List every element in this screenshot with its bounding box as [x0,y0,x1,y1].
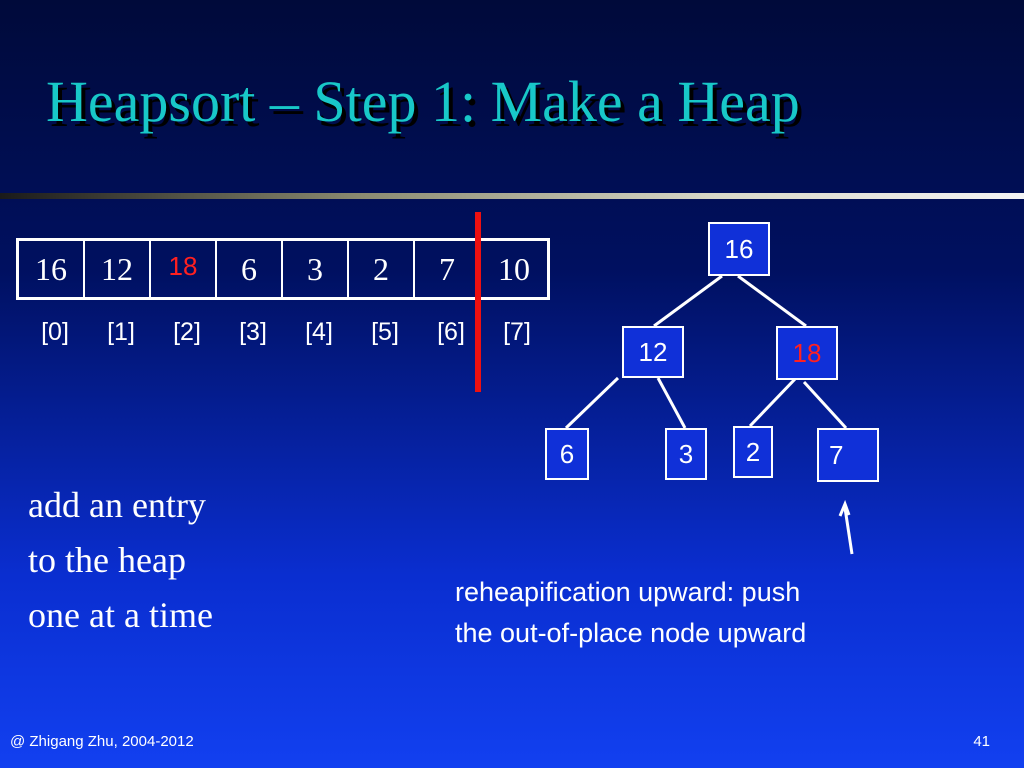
array-index-2: [2] [173,318,201,346]
reheapification-note: reheapification upward: push the out-of-… [455,572,806,654]
description-line-3: one at a time [28,595,213,635]
array-indices: [0] [1] [2] [3] [4] [5] [6] [7] [22,318,550,347]
reheap-arrow-line [843,507,854,555]
title-divider-line [0,193,1024,199]
array-cell-7: 10 [498,250,530,287]
array-index-7: [7] [503,318,531,346]
slide-title: Heapsort – Step 1: Make a Heap [46,69,800,134]
description-line-2: to the heap [28,540,186,580]
tree-node-16: 16 [708,222,770,276]
array-cell-1: 12 [85,241,151,297]
tree-edge-12-6 [564,376,620,430]
array-cell-4: 3 [283,241,349,297]
note-line-1: reheapification upward: push [455,577,801,607]
tree-edge-16-12 [653,274,723,328]
array-index-5: [5] [371,318,399,346]
array-index-3: [3] [239,318,267,346]
page-number: 41 [973,733,990,750]
array-cell-5: 2 [349,241,415,297]
tree-node-18: 18 [776,326,838,380]
reheap-arrow-head [838,499,851,517]
note-line-2: the out-of-place node upward [455,618,807,648]
array-index-0: [0] [41,318,69,346]
array-index-1: [1] [107,318,135,346]
tree-edge-18-2 [748,376,798,428]
tree-node-3: 3 [665,428,707,480]
step-description: add an entry to the heap one at a time [28,478,213,643]
array-cell-3: 6 [217,241,283,297]
tree-node-12: 12 [622,326,684,378]
description-line-1: add an entry [28,485,206,525]
tree-edge-18-7 [802,380,848,430]
tree-node-7: 7 [817,428,879,482]
heap-boundary-marker [475,212,481,392]
tree-edge-16-18 [737,274,807,328]
array-index-6: [6] [437,318,465,346]
array-cell-6: 7 [415,241,481,297]
tree-edge-12-3 [656,377,687,429]
array-index-4: [4] [305,318,333,346]
footer-copyright: @ Zhigang Zhu, 2004-2012 [10,733,194,750]
tree-node-6: 6 [545,428,589,480]
tree-node-2: 2 [733,426,773,478]
array-cell-0: 16 [19,241,85,297]
array-cell-2: 18 [151,241,217,297]
heap-array: 16 12 18 6 3 2 7 10 [16,238,550,300]
